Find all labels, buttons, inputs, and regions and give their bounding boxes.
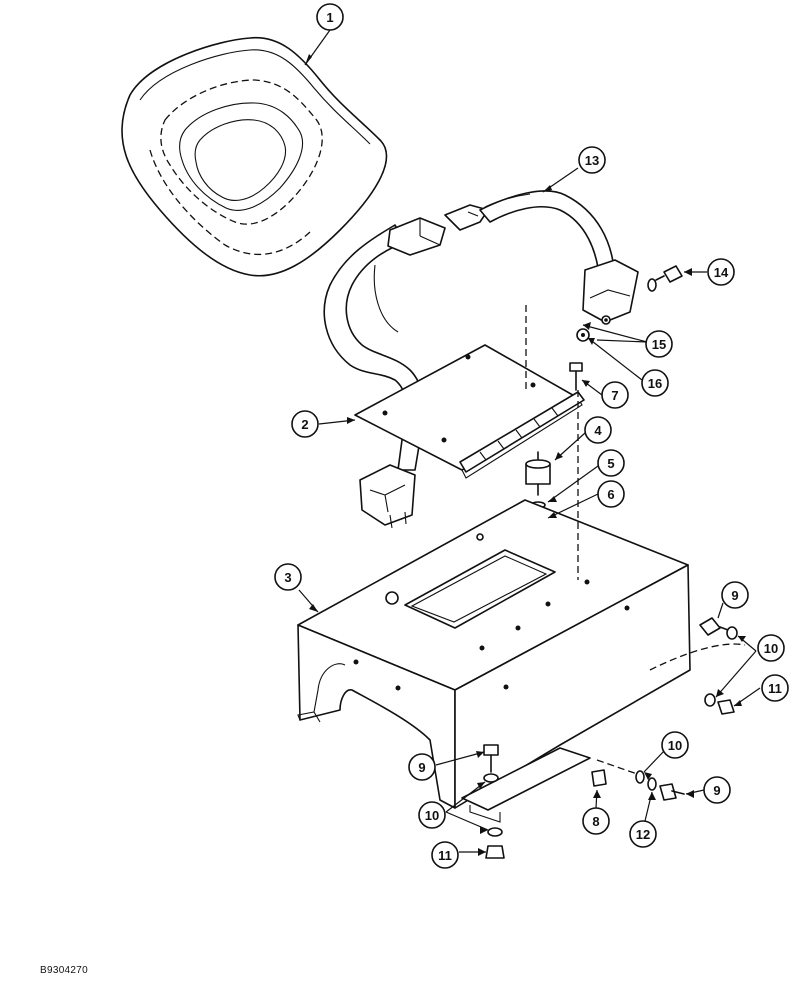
svg-text:9: 9 bbox=[713, 783, 720, 798]
callout-14: 14 bbox=[707, 258, 735, 286]
svg-text:13: 13 bbox=[585, 153, 599, 168]
svg-text:7: 7 bbox=[611, 388, 618, 403]
svg-text:11: 11 bbox=[768, 681, 782, 696]
callout-8: 8 bbox=[582, 807, 610, 835]
callout-12: 12 bbox=[629, 820, 657, 848]
svg-text:14: 14 bbox=[714, 265, 729, 280]
lower-hardware bbox=[483, 744, 685, 859]
svg-text:6: 6 bbox=[607, 487, 614, 502]
callout-6: 6 bbox=[597, 480, 625, 508]
seat-cushion bbox=[121, 36, 388, 277]
callout-10-lower-right: 10 bbox=[661, 731, 689, 759]
svg-text:10: 10 bbox=[425, 808, 439, 823]
svg-text:9: 9 bbox=[418, 760, 425, 775]
callout-9-lower-right: 9 bbox=[703, 776, 731, 804]
callout-4: 4 bbox=[584, 416, 612, 444]
svg-text:5: 5 bbox=[607, 456, 614, 471]
seat-plate bbox=[354, 344, 585, 479]
right-side-hardware bbox=[699, 617, 738, 715]
svg-text:2: 2 bbox=[301, 417, 308, 432]
svg-text:11: 11 bbox=[438, 848, 452, 863]
svg-text:15: 15 bbox=[652, 337, 666, 352]
svg-text:12: 12 bbox=[636, 827, 650, 842]
seat-platform bbox=[297, 499, 691, 823]
alignment-lines bbox=[525, 305, 746, 776]
svg-text:9: 9 bbox=[731, 588, 738, 603]
callout-11-right-side: 11 bbox=[761, 674, 789, 702]
callout-3: 3 bbox=[274, 563, 302, 591]
leader-arrows bbox=[305, 54, 746, 856]
bolt-7 bbox=[569, 362, 583, 391]
callout-16: 16 bbox=[641, 369, 669, 397]
svg-text:3: 3 bbox=[284, 570, 291, 585]
svg-text:10: 10 bbox=[764, 641, 778, 656]
callout-11-lower-left: 11 bbox=[431, 841, 459, 869]
callout-9-right-side: 9 bbox=[721, 581, 749, 609]
callout-5: 5 bbox=[597, 449, 625, 477]
svg-text:8: 8 bbox=[592, 814, 599, 829]
callout-13: 13 bbox=[578, 146, 606, 174]
callout-7: 7 bbox=[601, 381, 629, 409]
callout-10-lower-left: 10 bbox=[418, 801, 446, 829]
svg-text:1: 1 bbox=[326, 10, 333, 25]
callout-15: 15 bbox=[645, 330, 673, 358]
figure-code: B9304270 bbox=[40, 965, 89, 976]
callout-1: 1 bbox=[316, 3, 344, 31]
callout-9-lower-left: 9 bbox=[408, 753, 436, 781]
svg-text:10: 10 bbox=[668, 738, 682, 753]
bolt-14-hardware bbox=[576, 265, 683, 342]
svg-text:4: 4 bbox=[594, 423, 602, 438]
svg-text:16: 16 bbox=[648, 376, 662, 391]
callout-2: 2 bbox=[291, 410, 319, 438]
seat-belt bbox=[323, 190, 639, 529]
callout-10-right-side: 10 bbox=[757, 634, 785, 662]
